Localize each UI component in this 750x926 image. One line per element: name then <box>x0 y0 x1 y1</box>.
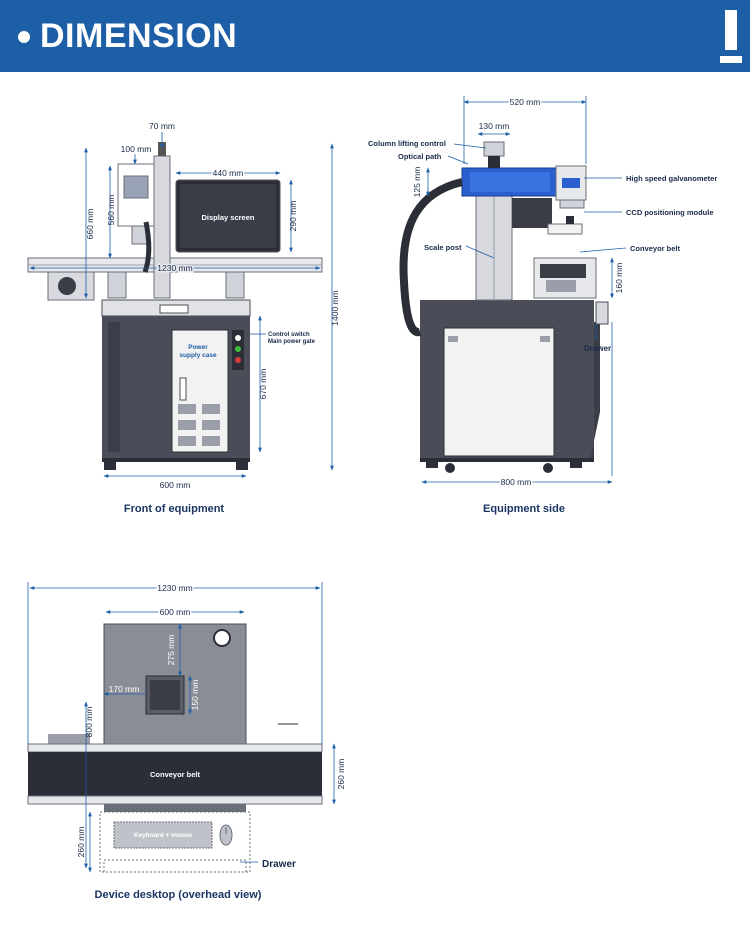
top-dim-800: 800 mm <box>84 707 94 738</box>
side-dim-125: 125 mm <box>412 167 422 198</box>
top-conveyor-rail-top <box>27 743 323 753</box>
top-conveyor-belt <box>28 752 322 796</box>
front-dim-670: 670 mm <box>258 369 268 400</box>
side-conveyor-belt-label: Conveyor belt <box>630 244 681 253</box>
dimension-drawing: Display screen Power supply case <box>27 96 717 901</box>
top-drawer-label: Drawer <box>262 859 296 870</box>
mouse-icon <box>219 824 233 846</box>
top-hole-icon <box>213 629 231 647</box>
top-conveyor-belt-label: Conveyor belt <box>150 770 201 779</box>
main-power-gate-label: Main power gate <box>268 339 316 345</box>
header-banner: DIMENSION <box>0 0 750 72</box>
top-dim-150: 150 mm <box>190 680 200 711</box>
front-column <box>153 155 171 299</box>
keyboard-mouse-label: Keyboard + mouse <box>134 832 193 839</box>
top-caption: Device desktop (overhead view) <box>95 889 262 901</box>
side-dim-520: 520 mm <box>510 97 541 107</box>
high-speed-galvanometer-label: High speed galvanometer <box>626 174 717 183</box>
top-dim-170: 170 mm <box>109 684 140 694</box>
top-dim-275: 275 mm <box>166 635 176 666</box>
top-dim-1230: 1230 mm <box>157 583 192 593</box>
front-dim-660: 660 mm <box>85 209 95 240</box>
front-dim-1230: 1230 mm <box>157 263 192 273</box>
side-caption: Equipment side <box>483 503 565 515</box>
side-dim-130: 130 mm <box>479 121 510 131</box>
side-dim-160: 160 mm <box>614 263 624 294</box>
side-view: 520 mm 130 mm 125 mm 160 mm 800 mm Colum… <box>368 96 717 516</box>
side-dim-800: 800 mm <box>501 477 532 487</box>
display-screen-label: Display screen <box>202 213 255 222</box>
side-panel <box>443 327 555 457</box>
front-dim-290: 290 mm <box>288 201 298 232</box>
keyboard-icon <box>113 821 213 849</box>
front-dim-600: 600 mm <box>160 480 191 490</box>
top-dim-600: 600 mm <box>160 607 191 617</box>
control-switch-label: Control switch <box>268 332 310 338</box>
power-supply-label-1: Power <box>188 344 208 351</box>
front-dim-1400: 1400 mm <box>330 290 340 325</box>
front-dim-440: 440 mm <box>213 168 244 178</box>
side-drawer-label: Drawer <box>584 344 611 353</box>
front-dim-560: 560 mm <box>106 195 116 226</box>
scale-post-label: Scale post <box>424 243 462 252</box>
front-dim-70: 70 mm <box>149 121 175 131</box>
column-lifting-control-label: Column lifting control <box>368 139 446 148</box>
top-conveyor-rail-bottom <box>27 795 323 805</box>
optical-path-label: Optical path <box>398 152 442 161</box>
front-motor-icon <box>58 277 76 295</box>
top-dim-260-drawer: 260 mm <box>76 827 86 858</box>
exclamation-icon <box>720 10 742 63</box>
power-supply-label-2: supply case <box>179 352 217 359</box>
top-dim-260-belt: 260 mm <box>336 759 346 790</box>
side-ccd-module <box>512 198 552 228</box>
front-view: Display screen Power supply case <box>27 121 340 515</box>
front-caption: Front of equipment <box>124 503 225 515</box>
ccd-positioning-module-label: CCD positioning module <box>626 208 714 217</box>
top-view: Conveyor belt Keyboard + mouse 1230 mm 6… <box>27 582 346 901</box>
side-cable <box>399 178 463 337</box>
page-title: DIMENSION <box>40 17 238 55</box>
bullet-dot-icon <box>18 31 30 43</box>
front-dim-100: 100 mm <box>121 144 152 154</box>
